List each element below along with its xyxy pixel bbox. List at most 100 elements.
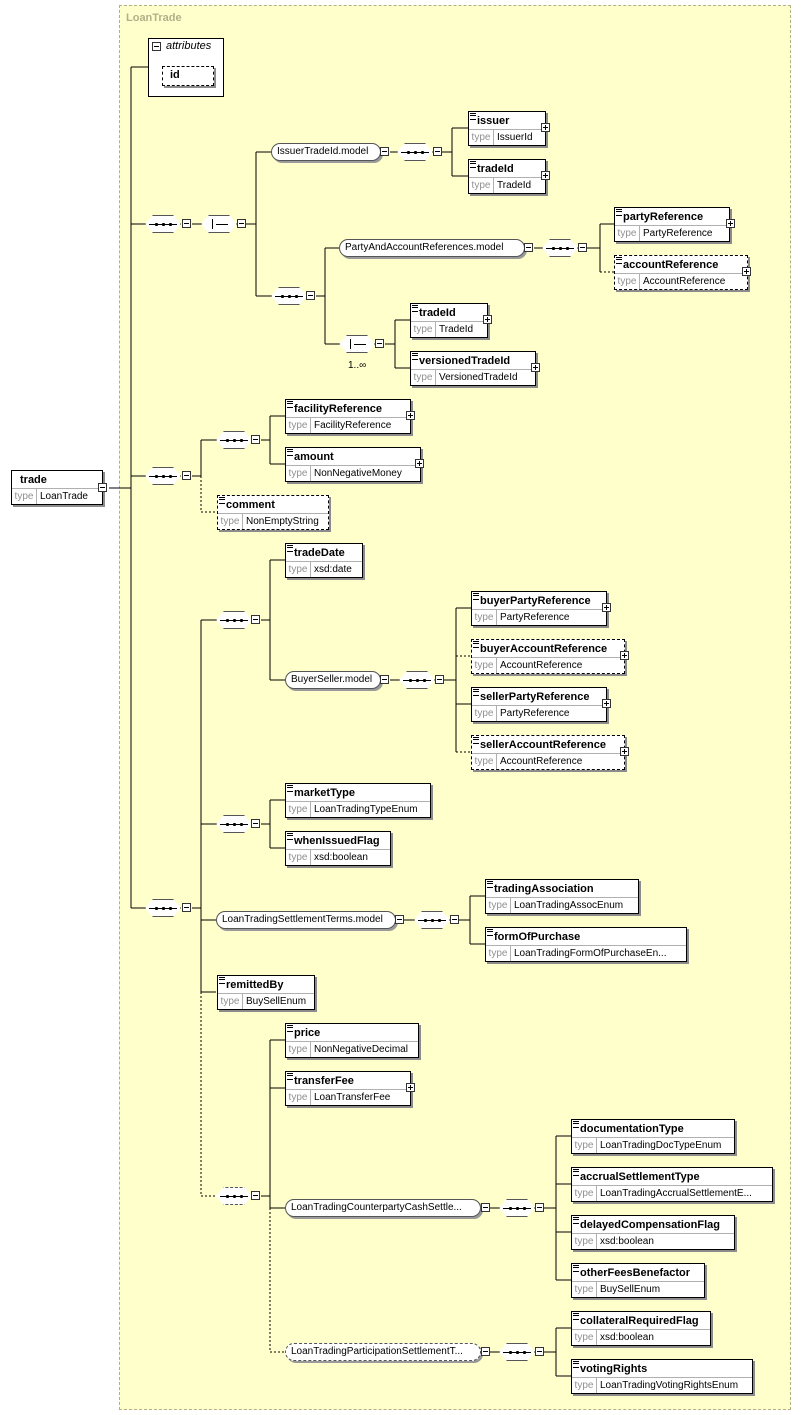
type-key: type [486, 898, 511, 913]
collapse-icon[interactable] [182, 903, 191, 912]
attribute-id: id [170, 69, 180, 81]
type-key: type [572, 1138, 597, 1153]
expand-icon[interactable] [483, 315, 492, 324]
expand-icon[interactable] [406, 1083, 415, 1092]
type-value: xsd:boolean [600, 1236, 654, 1247]
sequence-compositor [499, 1199, 535, 1217]
collapse-icon[interactable] [251, 1191, 260, 1200]
type-key: type [486, 946, 511, 961]
expand-icon[interactable] [541, 123, 550, 132]
group-counterparty-cash-settle[interactable]: LoanTradingCounterpartyCashSettle... [285, 1199, 481, 1217]
collapse-icon[interactable] [251, 819, 260, 828]
type-key: type [286, 850, 311, 865]
type-key: type [411, 370, 436, 385]
collapse-icon[interactable] [481, 1203, 490, 1212]
collapse-icon[interactable] [535, 1347, 544, 1356]
expand-icon[interactable] [602, 603, 611, 612]
collapse-icon[interactable] [380, 147, 389, 156]
element-name: tradeId [477, 163, 514, 175]
collapse-icon[interactable] [182, 219, 191, 228]
expand-icon[interactable] [726, 219, 735, 228]
type-value: FacilityReference [314, 420, 392, 431]
element-name: marketType [294, 787, 355, 799]
type-value: LoanTradingFormOfPurchaseEn... [514, 948, 667, 959]
collapse-icon[interactable] [380, 675, 389, 684]
group-buyerseller-model[interactable]: BuyerSeller.model [285, 671, 381, 689]
element-name: otherFeesBenefactor [580, 1267, 691, 1279]
type-value: BuySellEnum [600, 1284, 661, 1295]
collapse-icon[interactable] [535, 1203, 544, 1212]
expand-icon[interactable] [602, 699, 611, 708]
type-key: type [472, 610, 497, 625]
collapse-icon[interactable] [237, 219, 246, 228]
type-value: PartyReference [500, 612, 570, 623]
collapse-icon[interactable] [395, 915, 404, 924]
cardinality-label: 1..∞ [348, 360, 367, 371]
collapse-icon[interactable] [251, 615, 260, 624]
collapse-icon[interactable] [524, 243, 533, 252]
type-value: LoanTradingTypeEnum [314, 804, 418, 815]
type-key: type [469, 130, 494, 145]
sequence-compositor [216, 815, 252, 833]
type-key: type [286, 562, 311, 577]
element-name: documentationType [580, 1123, 684, 1135]
expand-icon[interactable] [406, 411, 415, 420]
expand-icon[interactable] [620, 747, 629, 756]
collapse-icon[interactable] [182, 471, 191, 480]
collapse-icon[interactable] [481, 1347, 490, 1356]
collapse-icon[interactable] [306, 291, 315, 300]
group-settlement-terms-model[interactable]: LoanTradingSettlementTerms.model [216, 911, 396, 929]
type-key: type [218, 514, 243, 529]
group-party-account-references-model[interactable]: PartyAndAccountReferences.model [339, 239, 525, 257]
element-name: remittedBy [226, 979, 284, 991]
collapse-icon[interactable] [251, 435, 260, 444]
collapse-icon[interactable] [578, 243, 587, 252]
element-name: transferFee [294, 1075, 354, 1087]
element-name: partyReference [623, 211, 704, 223]
collapse-icon[interactable] [435, 675, 444, 684]
collapse-icon[interactable] [98, 483, 107, 492]
type-value: xsd:boolean [600, 1332, 654, 1343]
expand-icon[interactable] [541, 171, 550, 180]
expand-icon[interactable] [620, 651, 629, 660]
group-participation-settlement[interactable]: LoanTradingParticipationSettlementT... [285, 1343, 481, 1361]
collapse-icon[interactable] [375, 339, 384, 348]
expand-icon[interactable] [531, 363, 540, 372]
collapse-icon[interactable] [450, 915, 459, 924]
expand-icon[interactable] [742, 267, 751, 276]
expand-icon[interactable] [415, 459, 424, 468]
group-issuer-tradeid-model[interactable]: IssuerTradeId.model [271, 143, 381, 161]
type-value: LoanTradingAccrualSettlementE... [600, 1188, 752, 1199]
collapse-icon[interactable] [433, 147, 442, 156]
type-key: type [615, 274, 640, 289]
attributes-collapse-icon[interactable] [152, 42, 161, 51]
